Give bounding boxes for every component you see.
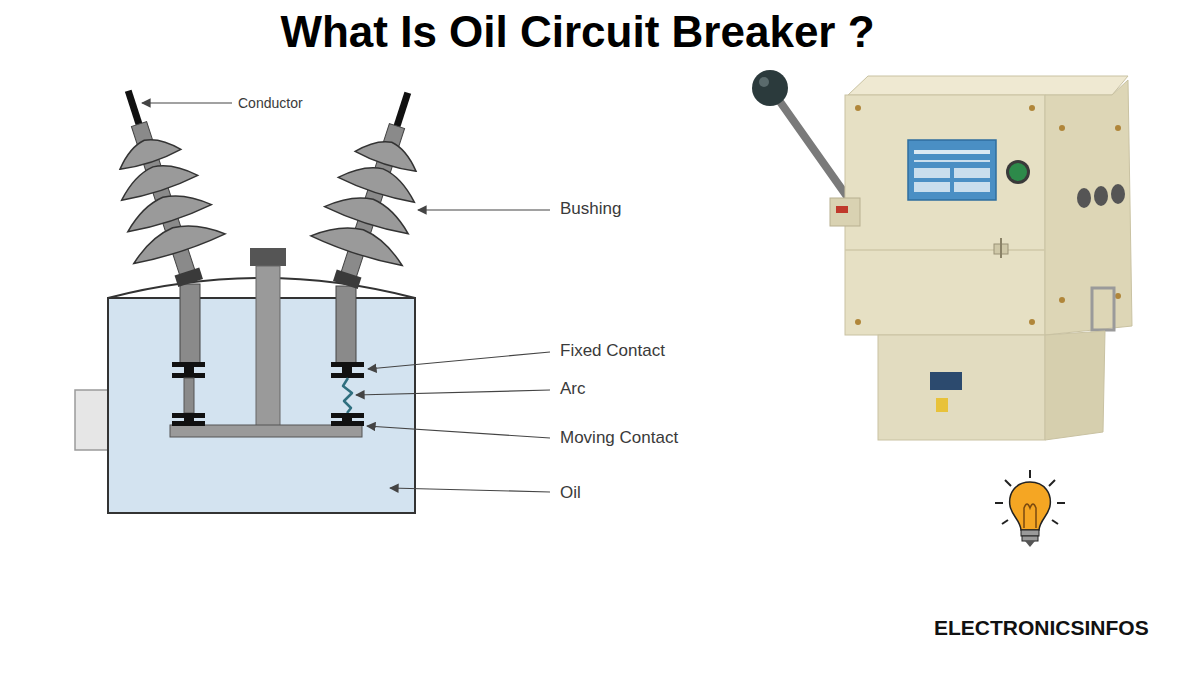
breaker-unit xyxy=(1045,331,1105,440)
part-label: Fixed Contact xyxy=(560,341,665,361)
breaker-unit xyxy=(1059,125,1065,131)
leader-line xyxy=(367,426,550,438)
leader-line xyxy=(418,209,550,210)
electric-arc xyxy=(343,378,352,413)
lightbulb-icon xyxy=(1024,504,1036,528)
lightbulb-icon xyxy=(1052,520,1058,524)
breaker-unit xyxy=(914,182,950,192)
breaker-unit xyxy=(855,105,861,111)
breaker-unit xyxy=(845,95,1045,335)
moving-contact xyxy=(172,413,205,418)
part-label: Moving Contact xyxy=(560,428,678,448)
part-label: Oil xyxy=(560,483,581,503)
fixed-contact xyxy=(342,367,352,374)
moving-contact xyxy=(331,413,364,418)
electric-arc xyxy=(343,378,352,413)
lightbulb-icon xyxy=(995,470,1065,547)
conductor xyxy=(128,91,140,129)
leader-line xyxy=(368,352,550,369)
moving-contact xyxy=(172,421,205,426)
contact-link xyxy=(184,378,194,413)
lightbulb-icon xyxy=(1025,541,1035,547)
breaker-unit xyxy=(908,140,996,200)
operating-rod xyxy=(250,248,286,426)
breaker-unit xyxy=(1092,288,1114,330)
fixed-contact xyxy=(172,362,205,367)
moving-contact xyxy=(331,421,364,426)
breaker-unit xyxy=(1029,319,1035,325)
bushing xyxy=(333,269,361,288)
breaker-unit xyxy=(954,168,990,178)
lightbulb-icon xyxy=(1022,536,1038,541)
breaker-unit xyxy=(954,182,990,192)
breaker-unit xyxy=(845,249,1045,251)
lightbulb-icon xyxy=(995,502,1003,504)
contact-link xyxy=(184,378,194,413)
bushing xyxy=(83,76,237,298)
leader-line xyxy=(390,488,550,492)
breaker-unit xyxy=(830,198,860,226)
page-title: What Is Oil Circuit Breaker ? xyxy=(0,6,1155,58)
breaker-unit xyxy=(914,150,990,154)
bushing xyxy=(300,78,454,300)
lightbulb-icon xyxy=(1010,482,1051,530)
breaker-unit xyxy=(1006,160,1030,184)
side-box xyxy=(75,390,108,450)
conductor xyxy=(395,93,407,131)
bushing-stem xyxy=(180,284,200,364)
breaker-unit xyxy=(855,319,861,325)
breaker-unit xyxy=(759,77,769,87)
brand-name: ELECTRONICSINFOS xyxy=(934,615,1149,640)
breaker-unit xyxy=(1059,297,1065,303)
lightbulb-icon xyxy=(1002,520,1008,524)
bushing xyxy=(114,130,182,172)
lightbulb-icon xyxy=(1021,530,1039,536)
fixed-contact xyxy=(172,362,364,378)
breaker-unit xyxy=(752,70,1132,440)
breaker-unit xyxy=(1115,125,1121,131)
bushing xyxy=(175,267,203,286)
operating-rod xyxy=(250,248,286,266)
leader-line xyxy=(142,103,550,492)
breaker-unit xyxy=(848,76,1128,95)
breaker-unit xyxy=(1111,184,1125,204)
breaker-unit xyxy=(752,70,788,106)
operating-rod xyxy=(256,266,280,426)
side-box xyxy=(75,390,108,450)
lightbulb-icon xyxy=(1029,470,1031,478)
breaker-unit xyxy=(836,206,848,213)
lightbulb-icon xyxy=(1057,502,1065,504)
lightbulb-icon xyxy=(1005,480,1011,486)
breaker-unit xyxy=(914,160,990,162)
breaker-unit xyxy=(1009,163,1027,181)
fixed-contact xyxy=(331,362,364,367)
breaker-unit xyxy=(930,372,962,390)
bushing xyxy=(354,132,422,174)
breaker-unit xyxy=(1077,188,1091,208)
fixed-contact xyxy=(184,367,194,374)
breaker-unit xyxy=(936,398,948,412)
part-label: Conductor xyxy=(238,95,303,112)
breaker-unit xyxy=(1115,293,1121,299)
bushing-stem xyxy=(336,286,356,364)
breaker-unit xyxy=(1029,105,1035,111)
fixed-contact xyxy=(172,373,205,378)
moving-contact xyxy=(170,413,364,437)
breaker-unit xyxy=(1045,80,1132,335)
breaker-unit xyxy=(1094,186,1108,206)
part-label: Arc xyxy=(560,379,586,399)
fixed-contact xyxy=(331,373,364,378)
leader-line xyxy=(356,390,550,395)
leader-line xyxy=(142,102,232,103)
lightbulb-icon xyxy=(1049,480,1055,486)
part-label: Bushing xyxy=(560,199,621,219)
moving-contact xyxy=(170,425,362,437)
breaker-unit xyxy=(914,168,950,178)
breaker-unit xyxy=(878,335,1045,440)
breaker-unit xyxy=(1000,238,1002,258)
